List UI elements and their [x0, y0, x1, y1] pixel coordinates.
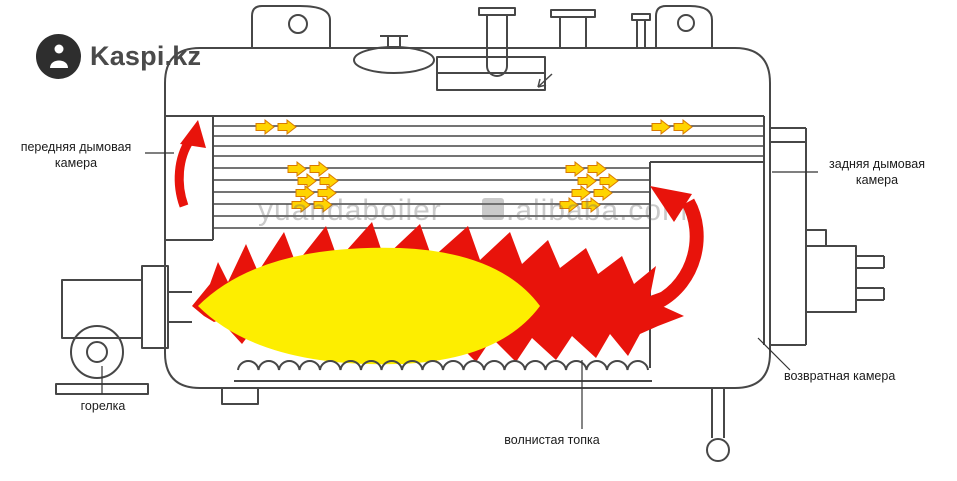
watermark-glyph [482, 198, 504, 220]
label-burner: горелка [80, 399, 126, 413]
rear-outlet-box [805, 245, 857, 313]
corrugated-furnace [234, 359, 652, 382]
front-updraft-arrow-body [174, 137, 194, 208]
safety-valve-dome [353, 46, 435, 74]
return-updraft-arrow-head [650, 186, 692, 222]
support-block [221, 387, 259, 405]
person-icon [49, 44, 68, 68]
flame-core [198, 247, 540, 365]
lifting-lug-right [655, 5, 713, 48]
lifting-lug-left [251, 5, 331, 48]
watermark-right-text: .alibaba.com [506, 194, 688, 227]
label-return-chamber: возвратная камера [784, 369, 896, 383]
label-front-smoke-chamber: передняя дымовая камера [20, 140, 132, 171]
pipe3-flange [631, 13, 651, 21]
kaspi-logo: Kaspi.kz [36, 34, 201, 79]
lifting-lug-left-hole [288, 14, 308, 34]
safety-valve-stem [387, 35, 401, 48]
steam-pipe-flange [478, 7, 516, 16]
drain-loop [706, 438, 730, 462]
kaspi-logo-text: Kaspi.kz [90, 41, 202, 71]
leader-return-chamber [757, 337, 791, 371]
rear-nozzle-box [805, 229, 827, 247]
leader-lines [101, 152, 818, 429]
burner-fan-hub [86, 341, 108, 363]
steam-pipe-bottom [486, 57, 508, 77]
label-corrugated-furnace: волнистая топка [504, 433, 600, 447]
label-rear-smoke-chamber: задняя дымовая камера [829, 157, 925, 188]
burner-body [61, 279, 143, 339]
boiler-shell-outline [164, 47, 771, 389]
fire-tubes [213, 125, 764, 229]
lifting-lug-right-hole [677, 14, 695, 32]
watermark-left-text: yuandaboiler [258, 194, 442, 227]
gas-direction-arrows [174, 120, 704, 309]
pipe2-flange [550, 9, 596, 18]
watermark: yuandaboiler .alibaba.com [258, 194, 688, 227]
burner-fan-housing [70, 325, 124, 379]
boiler-shell [55, 5, 885, 462]
furnace-corrugation [237, 359, 649, 371]
kaspi-logo-icon [36, 34, 81, 79]
front-updraft-arrow-head [180, 120, 206, 148]
water-level-arrow [537, 73, 553, 88]
return-updraft-arrow-body [654, 198, 704, 309]
